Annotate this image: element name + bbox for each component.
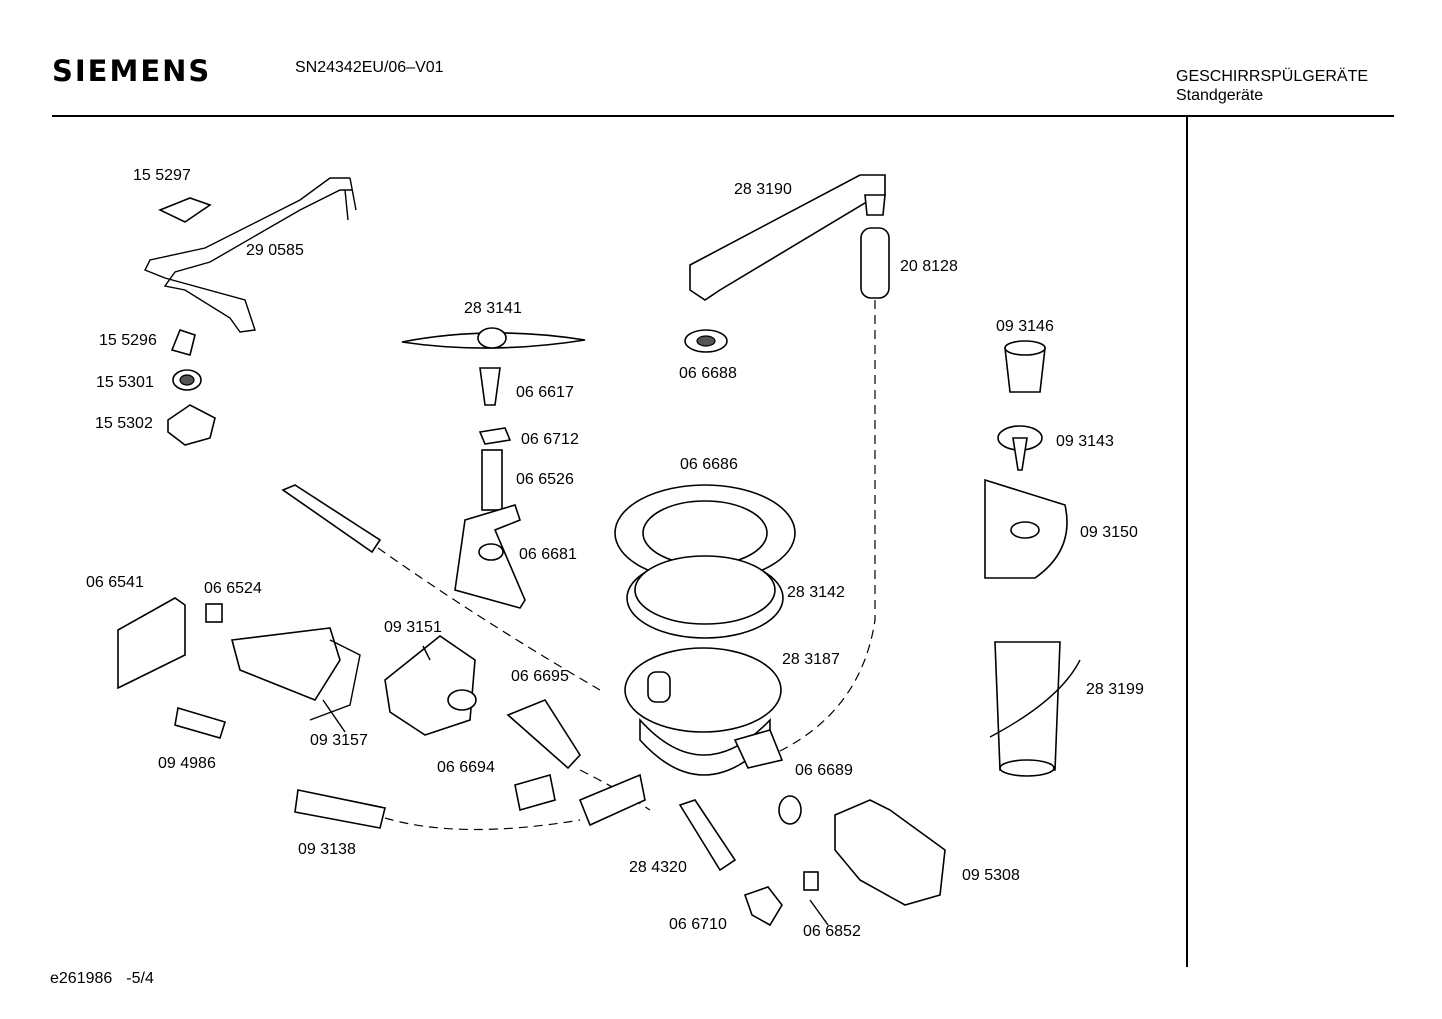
part-label: 06 6686 (680, 456, 738, 473)
part-label: 06 6681 (519, 546, 577, 563)
part-label: 15 5302 (95, 415, 153, 432)
part-label: 06 6694 (437, 759, 495, 776)
brand-logo: SIEMENS (52, 54, 212, 88)
part-label: 06 6617 (516, 384, 574, 401)
part-label: 28 3199 (1086, 681, 1144, 698)
part-label: 06 6852 (803, 923, 861, 940)
part-label: 15 5296 (99, 332, 157, 349)
part-label: 29 0585 (246, 242, 304, 259)
footer: e261986 -5/4 (50, 970, 154, 988)
part-label: 06 6688 (679, 365, 737, 382)
part-label: 06 6541 (86, 574, 144, 591)
category-subtitle: Standgeräte (1176, 87, 1264, 104)
part-label: 06 6524 (204, 580, 262, 597)
part-label: 09 3143 (1056, 433, 1114, 450)
side-rule (1186, 117, 1188, 967)
part-label: 15 5297 (133, 167, 191, 184)
part-label: 28 4320 (629, 859, 687, 876)
category-label: GESCHIRRSPÜLGERÄTE Standgeräte (1176, 67, 1368, 105)
page-number: -5/4 (126, 970, 154, 987)
part-label: 28 3141 (464, 300, 522, 317)
part-label: 06 6689 (795, 762, 853, 779)
part-label: 28 3187 (782, 651, 840, 668)
part-label: 09 3150 (1080, 524, 1138, 541)
part-label: 06 6710 (669, 916, 727, 933)
part-label: 28 3142 (787, 584, 845, 601)
part-label: 20 8128 (900, 258, 958, 275)
part-label: 09 3157 (310, 732, 368, 749)
category-title: GESCHIRRSPÜLGERÄTE (1176, 68, 1369, 85)
part-label: 28 3190 (734, 181, 792, 198)
part-label: 09 3138 (298, 841, 356, 858)
part-label: 09 3146 (996, 318, 1054, 335)
part-label: 15 5301 (96, 374, 154, 391)
model-number: SN24342EU/06–V01 (295, 59, 444, 76)
header-rule (52, 115, 1394, 117)
part-label: 06 6695 (511, 668, 569, 685)
part-label: 09 3151 (384, 619, 442, 636)
part-label: 09 4986 (158, 755, 216, 772)
part-label: 09 5308 (962, 867, 1020, 884)
part-label: 06 6526 (516, 471, 574, 488)
document-id: e261986 (50, 970, 113, 987)
part-label: 06 6712 (521, 431, 579, 448)
